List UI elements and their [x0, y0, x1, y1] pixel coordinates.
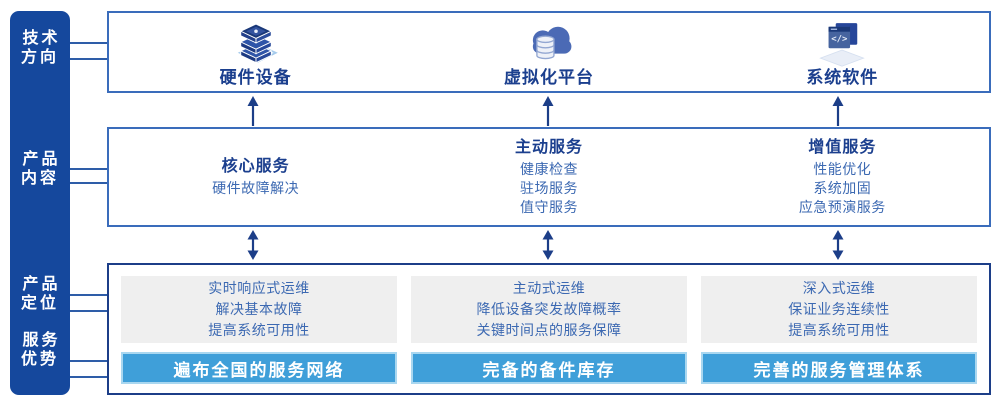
service-item: 应急预演服务: [798, 199, 886, 215]
connector-line: [70, 182, 107, 184]
up-arrow: [542, 96, 554, 126]
cloud-database-icon: [532, 26, 572, 60]
code-window-icon: </>: [819, 23, 866, 67]
service-col-proactive: 主动服务 健康检查 驻场服务 值守服务: [402, 129, 695, 225]
double-arrow: [247, 230, 259, 260]
double-arrow: [832, 230, 844, 260]
positioning-line: 解决基本故障: [215, 301, 303, 318]
positioning-line: 主动式运维: [512, 280, 586, 297]
positioning-line: 提高系统可用性: [208, 322, 310, 339]
svg-text:</>: </>: [832, 35, 848, 45]
rail-label-product-content: 产品 内容: [20, 151, 61, 187]
service-item: 值守服务: [519, 199, 578, 215]
tech-col-software: </> 系统软件: [696, 13, 989, 91]
up-arrow: [247, 96, 259, 126]
service-item: 性能优化: [813, 161, 872, 177]
positioning-line: 实时响应式运维: [208, 280, 310, 297]
service-col-value-added: 增值服务 性能优化 系统加固 应急预演服务: [696, 129, 989, 225]
service-col-core: 核心服务 硬件故障解决: [109, 129, 402, 225]
tech-label-virtualization: 虚拟化平台: [503, 68, 594, 87]
product-content-box: 核心服务 硬件故障解决 主动服务 健康检查 驻场服务 值守服务 增值服务 性能优…: [107, 127, 991, 227]
connector-line: [70, 42, 107, 44]
advantage-bar: 完善的服务管理体系: [701, 352, 977, 384]
positioning-line: 提高系统可用性: [788, 322, 890, 339]
service-title: 核心服务: [221, 158, 290, 175]
positioning-line: 保证业务连续性: [788, 301, 890, 318]
service-item: 驻场服务: [519, 180, 578, 196]
connector-line: [70, 294, 107, 296]
positioning-col-indepth: 深入式运维 保证业务连续性 提高系统可用性 完善的服务管理体系: [701, 276, 977, 384]
advantage-bar: 遍布全国的服务网络: [121, 352, 397, 384]
tech-label-hardware: 硬件设备: [219, 68, 292, 87]
connector-line: [70, 310, 107, 312]
tech-col-hardware: 硬件设备: [109, 13, 402, 91]
rail-label-service-advantage: 服务 优势: [20, 332, 61, 368]
connector-line: [70, 168, 107, 170]
positioning-col-realtime: 实时响应式运维 解决基本故障 提高系统可用性 遍布全国的服务网络: [121, 276, 397, 384]
connector-line: [70, 58, 107, 60]
positioning-panel: 实时响应式运维 解决基本故障 提高系统可用性: [121, 276, 397, 344]
tech-col-virtualization: 虚拟化平台: [402, 13, 695, 91]
service-item: 系统加固: [813, 180, 872, 196]
up-arrow: [832, 96, 844, 126]
tech-label-software: 系统软件: [806, 68, 879, 87]
category-rail: 技术 方向 产品 内容 产品 定位 服务 优势: [10, 11, 70, 395]
server-stack-icon: [237, 23, 278, 64]
positioning-panel: 主动式运维 降低设备突发故障概率 关键时间点的服务保障: [411, 276, 687, 344]
positioning-col-proactive: 主动式运维 降低设备突发故障概率 关键时间点的服务保障 完备的备件库存: [411, 276, 687, 384]
positioning-advantage-box: 实时响应式运维 解决基本故障 提高系统可用性 遍布全国的服务网络 主动式运维 降…: [107, 263, 991, 395]
connector-line: [70, 376, 107, 378]
service-title: 增值服务: [808, 139, 877, 156]
positioning-line: 关键时间点的服务保障: [476, 322, 622, 339]
connector-line: [70, 360, 107, 362]
advantage-bar: 完备的备件库存: [411, 352, 687, 384]
double-arrow: [542, 230, 554, 260]
service-title: 主动服务: [514, 139, 583, 156]
positioning-line: 降低设备突发故障概率: [476, 301, 622, 318]
positioning-line: 深入式运维: [802, 280, 876, 297]
rail-label-tech-direction: 技术 方向: [20, 30, 61, 66]
service-item: 健康检查: [519, 161, 578, 177]
tech-direction-box: 硬件设备 虚拟化平台: [107, 11, 991, 93]
rail-label-product-position: 产品 定位: [20, 276, 61, 312]
positioning-panel: 深入式运维 保证业务连续性 提高系统可用性: [701, 276, 977, 344]
service-item: 硬件故障解决: [212, 180, 300, 196]
